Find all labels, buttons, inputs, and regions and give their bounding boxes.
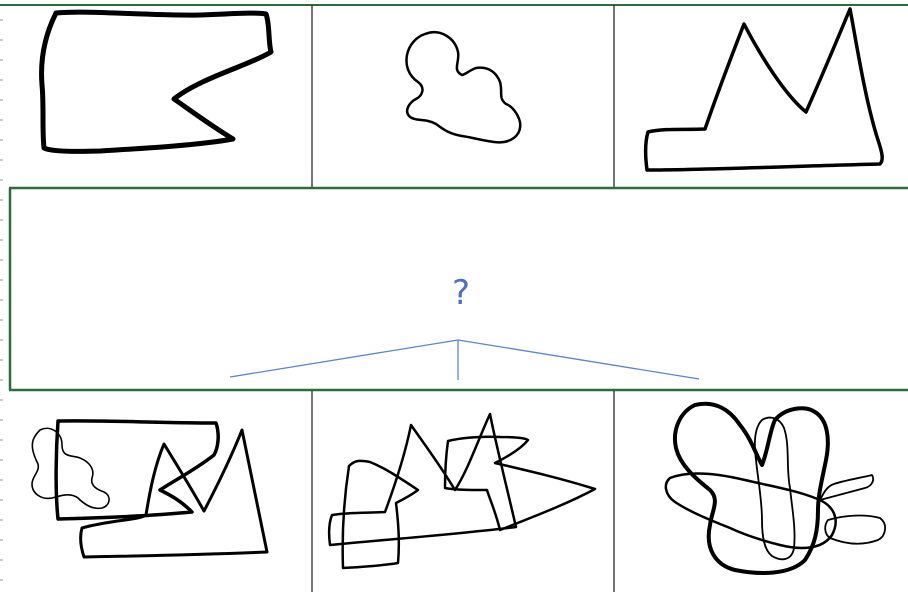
branch-connector [230,340,699,380]
combined-shape-b [329,414,595,568]
twin-peaks-outline-shape [646,9,883,170]
bottom-row-cells [312,391,614,592]
banner-outline-shape [42,12,271,151]
top-row-cells [0,5,908,187]
combined-shape-a [32,421,267,557]
left-edge-ticks [0,20,3,580]
blob-outline-shape [406,32,520,142]
question-mark-label: ? [452,273,470,313]
combined-shape-c [666,404,885,573]
